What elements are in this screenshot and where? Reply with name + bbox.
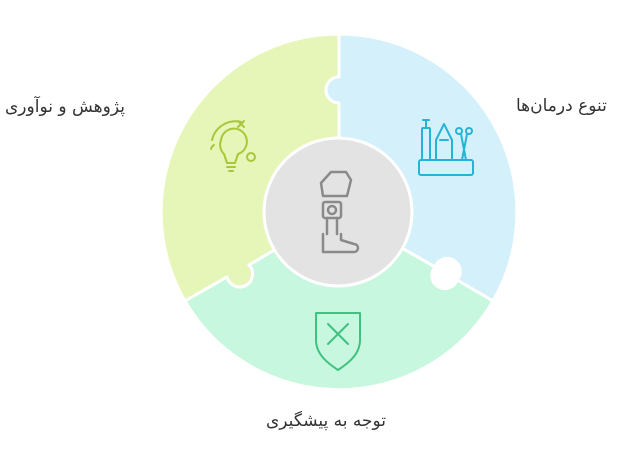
prosthetic-leg-icon	[319, 170, 360, 254]
lightbulb-icon	[210, 120, 256, 172]
label-treatments: تنوع درمان‌ها	[516, 96, 607, 116]
shield-x-icon	[315, 312, 361, 371]
center-circle	[262, 136, 414, 288]
label-prevention: توجه به پیشگیری	[266, 411, 387, 431]
label-research: پژوهش و نوآوری	[5, 97, 125, 117]
medical-tools-icon	[418, 119, 474, 176]
segment-treatments	[324, 32, 519, 303]
segment-prevention	[183, 210, 495, 392]
